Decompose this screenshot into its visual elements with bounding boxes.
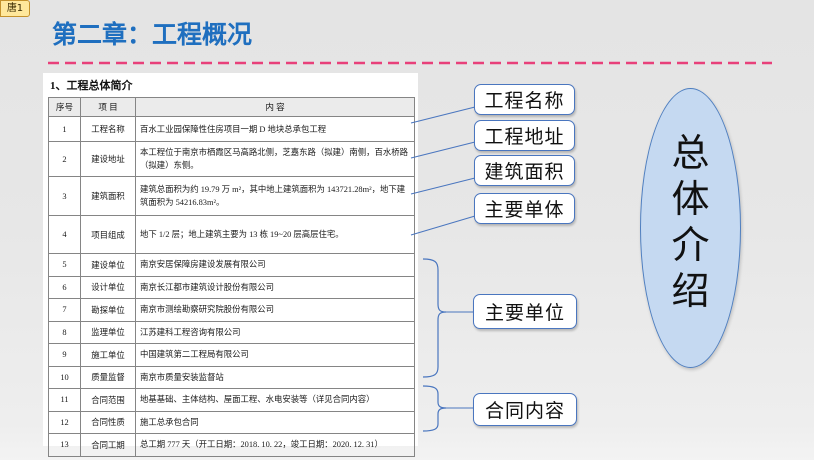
callout-main-buildings: 主要单体 — [474, 193, 575, 224]
item-name-cell: 建设单位 — [80, 253, 136, 277]
item-name-cell: 项目组成 — [80, 215, 136, 254]
header-row-number: 序号 — [48, 97, 81, 117]
callout-label: 建筑面积 — [484, 161, 565, 183]
content-cell: 南京长江都市建筑设计股份有限公司 — [135, 275, 415, 299]
section-heading: 1、工程总体简介 — [50, 80, 133, 92]
item-name-cell: 合同范围 — [80, 388, 136, 412]
item-name-cell: 监理单位 — [80, 320, 136, 344]
callout-pointer-building-area — [410, 177, 476, 195]
item-name-cell: 建筑面积 — [80, 176, 136, 216]
item-name-cell: 施工单位 — [80, 343, 136, 367]
callout-pointer-project-address — [410, 141, 476, 159]
row-number-cell: 2 — [48, 141, 81, 177]
header-content: 内 容 — [135, 97, 415, 117]
callout-label: 主要单体 — [484, 199, 565, 221]
table-row: 10 质量监督 南京市质量安装监督站 — [48, 365, 415, 389]
table-row: 13 合同工期 总工期 777 天（开工日期：2018. 10. 22，竣工日期… — [48, 433, 415, 457]
table-row: 2 建设地址 本工程位于南京市栖霞区马高路北侧，芝嘉东路（拟建）南侧，百水桥路（… — [48, 141, 415, 177]
table-row: 9 施工单位 中国建筑第二工程局有限公司 — [48, 343, 415, 367]
row-number-cell: 1 — [48, 116, 81, 142]
content-cell: 本工程位于南京市栖霞区马高路北侧，芝嘉东路（拟建）南侧，百水桥路（拟建）东侧。 — [135, 141, 415, 177]
content-cell: 南京市测绘勘察研究院股份有限公司 — [135, 298, 415, 322]
callout-contract-content: 合同内容 — [473, 393, 577, 426]
table-row: 1 工程名称 百水工业园保障性住房项目一期 D 地块总承包工程 — [48, 116, 415, 142]
item-name-cell: 工程名称 — [80, 116, 136, 142]
summary-ellipse: 总体介绍 — [640, 88, 741, 368]
table-header-row: 序号 项 目 内 容 — [48, 97, 415, 117]
row-number-cell: 12 — [48, 410, 81, 434]
item-name-cell: 建设地址 — [80, 141, 136, 177]
content-cell: 中国建筑第二工程局有限公司 — [135, 343, 415, 367]
row-number-cell: 8 — [48, 320, 81, 344]
item-name-cell: 合同工期 — [80, 433, 136, 457]
callout-pointer-project-name — [410, 106, 476, 124]
callout-pointer-main-buildings — [410, 215, 476, 236]
row-number-cell: 13 — [48, 433, 81, 457]
header-item: 项 目 — [80, 97, 136, 117]
item-name-cell: 质量监督 — [80, 365, 136, 389]
table-row: 12 合同性质 施工总承包合同 — [48, 410, 415, 434]
project-overview-table-panel: 1、工程总体简介 序号 项 目 内 容 1 工程名称 百水工业园保障性住房项目一… — [43, 73, 418, 457]
content-cell: 南京市质量安装监督站 — [135, 365, 415, 389]
table-row: 6 设计单位 南京长江都市建筑设计股份有限公司 — [48, 275, 415, 299]
callout-main-units: 主要单位 — [473, 294, 577, 329]
brace-main-units — [422, 258, 447, 378]
summary-ellipse-text: 总体介绍 — [671, 131, 710, 313]
callout-label: 工程名称 — [484, 90, 565, 112]
table-row: 8 监理单位 江苏建科工程咨询有限公司 — [48, 320, 415, 344]
item-name-cell: 合同性质 — [80, 410, 136, 434]
row-number-cell: 6 — [48, 275, 81, 299]
callout-building-area: 建筑面积 — [474, 155, 575, 186]
table-row: 11 合同范围 地基基础、主体结构、屋面工程、水电安装等（详见合同内容） — [48, 388, 415, 412]
content-cell: 地下 1/2 层；地上建筑主要为 13 栋 19~20 层高层住宅。 — [135, 215, 415, 254]
row-number-cell: 9 — [48, 343, 81, 367]
callout-label: 合同内容 — [484, 400, 565, 422]
row-number-cell: 3 — [48, 176, 81, 216]
content-cell: 施工总承包合同 — [135, 410, 415, 434]
item-name-cell: 勘探单位 — [80, 298, 136, 322]
table-row: 7 勘探单位 南京市测绘勘察研究院股份有限公司 — [48, 298, 415, 322]
row-number-cell: 10 — [48, 365, 81, 389]
comment-marker[interactable]: 唐1 — [0, 0, 30, 17]
content-cell: 建筑总面积为约 19.79 万 m²，其中地上建筑面积为 143721.28m²… — [135, 176, 415, 216]
content-cell: 江苏建科工程咨询有限公司 — [135, 320, 415, 344]
project-overview-table: 序号 项 目 内 容 1 工程名称 百水工业园保障性住房项目一期 D 地块总承包… — [48, 97, 415, 457]
callout-project-name: 工程名称 — [474, 84, 575, 115]
content-cell: 百水工业园保障性住房项目一期 D 地块总承包工程 — [135, 116, 415, 142]
brace-contract-content — [422, 385, 447, 432]
row-number-cell: 7 — [48, 298, 81, 322]
content-cell: 总工期 777 天（开工日期：2018. 10. 22，竣工日期：2020. 1… — [135, 433, 415, 457]
callout-label: 工程地址 — [484, 126, 565, 148]
table-row: 4 项目组成 地下 1/2 层；地上建筑主要为 13 栋 19~20 层高层住宅… — [48, 215, 415, 254]
callout-label: 主要单位 — [484, 302, 565, 324]
content-cell: 地基基础、主体结构、屋面工程、水电安装等（详见合同内容） — [135, 388, 415, 412]
row-number-cell: 11 — [48, 388, 81, 412]
table-row: 3 建筑面积 建筑总面积为约 19.79 万 m²，其中地上建筑面积为 1437… — [48, 176, 415, 216]
slide-title: 第二章：工程概况 — [52, 20, 253, 49]
callout-project-address: 工程地址 — [474, 120, 575, 151]
row-number-cell: 5 — [48, 253, 81, 277]
item-name-cell: 设计单位 — [80, 275, 136, 299]
content-cell: 南京安居保障房建设发展有限公司 — [135, 253, 415, 277]
row-number-cell: 4 — [48, 215, 81, 254]
table-row: 5 建设单位 南京安居保障房建设发展有限公司 — [48, 253, 415, 277]
